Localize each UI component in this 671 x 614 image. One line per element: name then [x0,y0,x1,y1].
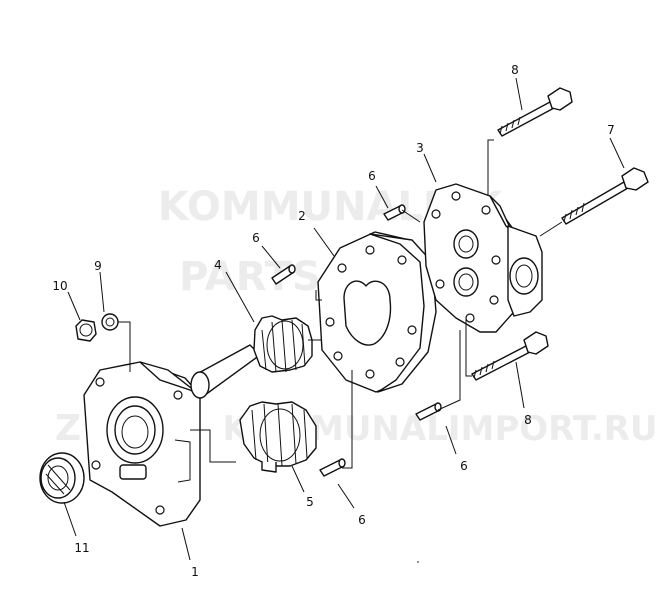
watermark-line-2: PARTS [179,254,321,300]
callout-10: 10 [52,279,67,293]
callout-6c: 6 [358,513,366,527]
leader-lines [63,77,625,561]
callout-6d: 6 [460,459,468,473]
part-7-long-bolt [561,167,649,225]
part-3-rear-cover [423,183,543,333]
part-8-bolt-top [497,87,573,137]
watermark-line-3: Z [55,408,81,449]
part-8-bolt-bottom [471,331,549,381]
callout-6b: 6 [368,169,376,183]
callout-labels: 1 2 3 4 5 6 6 6 6 7 8 8 9 10 11 [52,63,614,579]
part-9-washer [101,313,119,331]
callout-3: 3 [416,141,424,155]
part-4-drive-gear [190,315,313,399]
callout-6a: 6 [252,231,260,245]
callout-11: 11 [74,541,89,555]
callout-8-top: 8 [511,63,519,77]
callout-5: 5 [306,495,314,509]
part-6-dowel-pin-b [383,204,406,221]
callout-1: 1 [191,565,199,579]
part-1-front-cover [83,361,201,527]
part-5-driven-gear [239,401,317,473]
part-6-dowel-pin-a [271,264,296,285]
stray-mark [417,561,419,563]
callout-4: 4 [214,258,222,272]
part-2-gear-case [317,231,437,393]
assembly-lines [118,139,563,469]
callout-9: 9 [94,259,102,273]
part-10-nut [75,319,97,342]
callout-8-bottom: 8 [524,413,532,427]
callout-7: 7 [607,123,615,137]
part-11-oil-seal [39,452,85,504]
part-6-dowel-pin-c [319,458,346,477]
part-6-dowel-pin-d [415,402,442,421]
callout-2: 2 [298,209,306,223]
